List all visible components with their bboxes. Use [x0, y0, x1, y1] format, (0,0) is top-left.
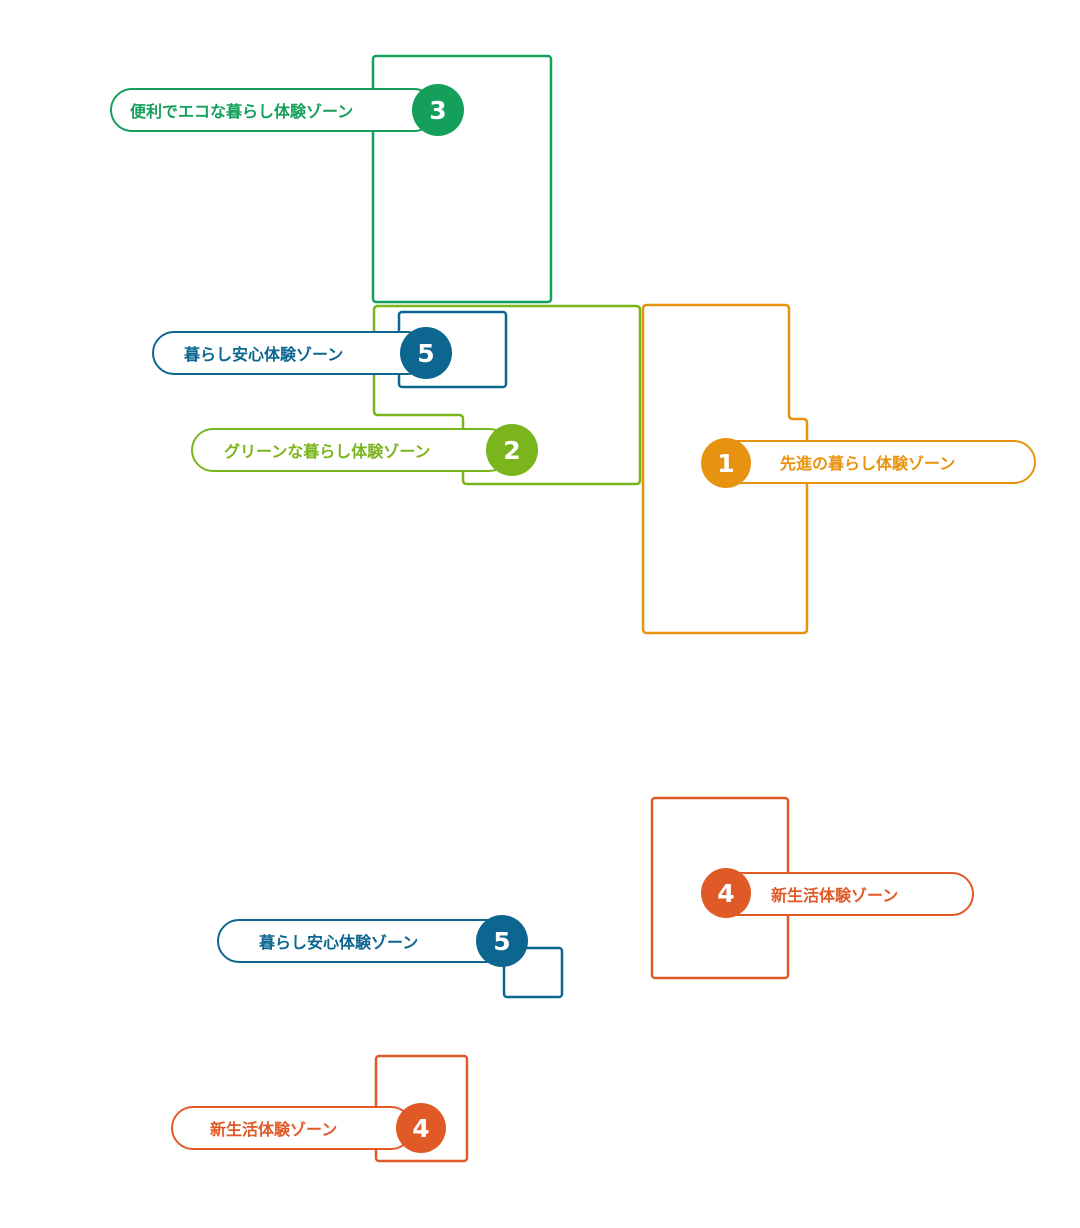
zone-4-number: 4: [717, 879, 734, 908]
zone-2-label[interactable]: グリーンな暮らし体験ゾーン 2: [191, 424, 538, 476]
zone-3-number-badge: [412, 84, 464, 136]
zone-1-number-badge: [701, 438, 751, 488]
zone-4-label-text: 新生活体験ゾーン: [771, 886, 898, 905]
zone-2-number-badge: [486, 424, 538, 476]
zone-2-label-text: グリーンな暮らし体験ゾーン: [224, 442, 430, 461]
zone-5-number-badge: [400, 327, 452, 379]
zone-5-label-lower-text: 暮らし安心体験ゾーン: [258, 933, 418, 952]
zone-4-number-badge-lower: [396, 1103, 446, 1153]
zone-5-label-text: 暮らし安心体験ゾーン: [183, 345, 343, 364]
zone-1-label-text: 先進の暮らし体験ゾーン: [780, 454, 955, 473]
zone-5-number-lower: 5: [493, 927, 510, 956]
zone-1-number: 1: [717, 449, 734, 478]
zone-5-label[interactable]: 暮らし安心体験ゾーン 5: [152, 327, 452, 379]
zone-3-area[interactable]: [371, 54, 553, 304]
zone-4-number-lower: 4: [412, 1114, 429, 1143]
zone-5-label-lower[interactable]: 暮らし安心体験ゾーン 5: [217, 915, 528, 967]
zone-2-number: 2: [503, 436, 520, 465]
zone-3-number: 3: [429, 96, 446, 125]
zone-3-label[interactable]: 便利でエコな暮らし体験ゾーン 3: [110, 84, 464, 136]
zone-4-label-lower-text: 新生活体験ゾーン: [210, 1120, 337, 1139]
zone-5-number-badge-lower: [476, 915, 528, 967]
zone-1-label[interactable]: 先進の暮らし体験ゾーン 1: [701, 438, 1036, 488]
zone-4-number-badge: [701, 868, 751, 918]
zone-5-area-lower[interactable]: [502, 946, 564, 999]
zone-5-number: 5: [417, 339, 434, 368]
zone-3-label-text: 便利でエコな暮らし体験ゾーン: [130, 102, 353, 121]
zone-4-label-lower[interactable]: 新生活体験ゾーン 4: [171, 1103, 446, 1153]
zone-1-area[interactable]: [641, 303, 809, 635]
zone-4-label[interactable]: 新生活体験ゾーン 4: [701, 868, 974, 918]
